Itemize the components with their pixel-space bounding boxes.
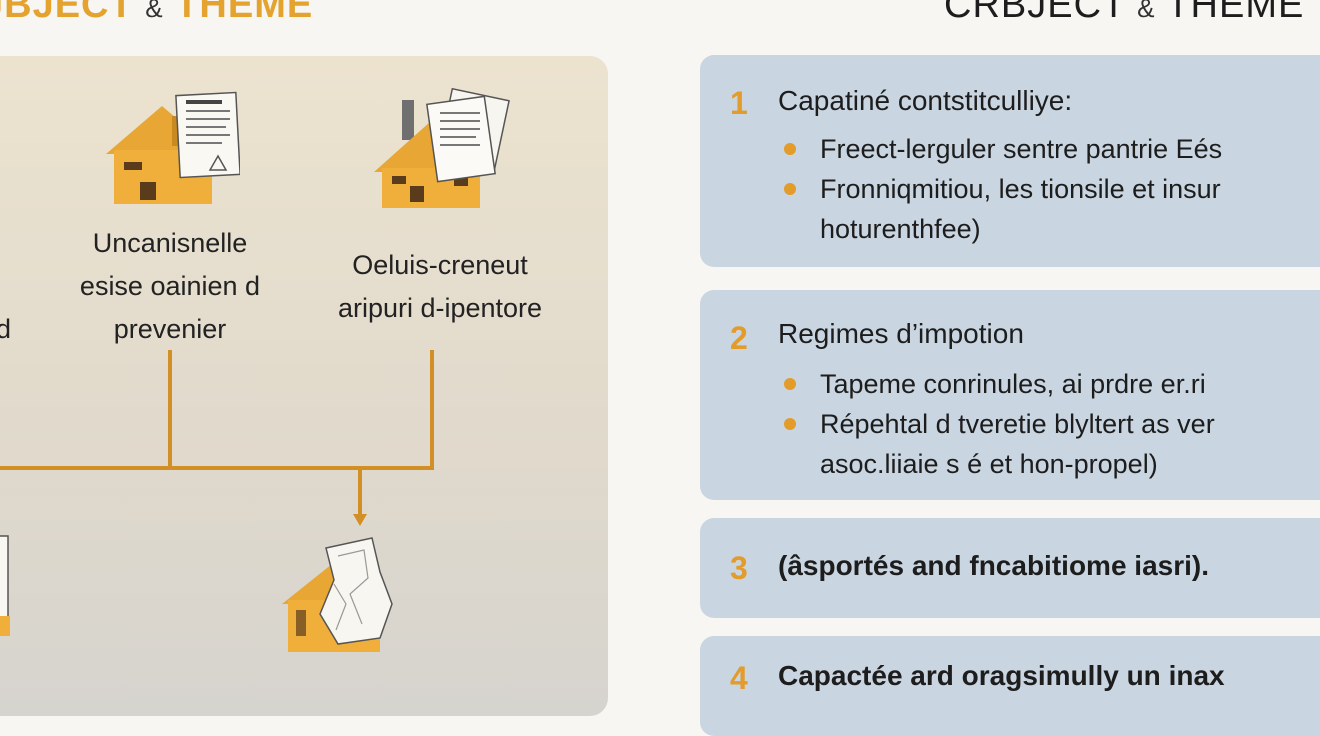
right-header-amp: & [1137, 0, 1156, 23]
node-b-label: Oeluis-creneut aripuri d-ipentore [290, 244, 590, 330]
node-b-line-1: Oeluis-creneut [352, 250, 528, 280]
card-4-title: Capactée ard oragsimully un inax [778, 660, 1225, 691]
card-1-number: 1 [730, 85, 748, 121]
card-2: 2 Regimes d’impotion Tapeme conrinules, … [700, 290, 1320, 500]
card-3-number: 3 [730, 550, 748, 586]
card-1-bullet-2-continuation: hoturenthfee) [820, 214, 981, 244]
node-a-line-3: prevenier [113, 314, 227, 344]
bullet-dot-icon [784, 183, 796, 195]
diagram-connectors [0, 350, 434, 526]
left-header-word-1: JBJECT [0, 0, 134, 26]
card-1-title: Capatiné contstitculliye: [778, 85, 1073, 116]
bullet-dot-icon [784, 143, 796, 155]
node-a-line-1: Uncanisnelle [92, 228, 248, 258]
house-document-icon [106, 91, 240, 204]
card-4-number: 4 [730, 660, 748, 696]
card-2-bullet-2-text: Répehtal d tveretie blyltert as ver [820, 409, 1215, 439]
right-header-word-1: CRBJECT [944, 0, 1126, 26]
card-3: 3 (âsportés and fncabitiome iasri). [700, 518, 1320, 618]
card-1-bullet-1-text: Freect-lerguler sentre pantrie Eés [820, 134, 1223, 164]
left-header-amp: & [145, 0, 164, 23]
card-2-bullets: Tapeme conrinules, ai prdre er.ri Répeht… [778, 364, 1215, 484]
card-2-bullet-2-continuation: asoc.liiaie s é et hon-propel) [820, 449, 1158, 479]
card-1-bullet-2: Fronniqmitiou, les tionsile et insur hotu… [778, 169, 1222, 249]
document-icon [0, 535, 10, 636]
right-header-word-2: THEME [1166, 0, 1305, 26]
card-4: 4 Capactée ard oragsimully un inax [700, 636, 1320, 736]
left-header-title: JBJECT & THEME [0, 0, 313, 27]
diagram-panel: Uncanisnelle esise oainien d prevenier O… [0, 56, 608, 716]
card-3-title: (âsportés and fncabitiome iasri). [778, 550, 1209, 581]
card-2-bullet-2: Répehtal d tveretie blyltert as ver asoc.… [778, 404, 1215, 484]
card-2-bullet-1-text: Tapeme conrinules, ai prdre er.ri [820, 369, 1206, 399]
node-a-label: Uncanisnelle esise oainien d prevenier [30, 222, 310, 351]
house-papers-icon [374, 87, 510, 208]
down-arrow-head [353, 514, 367, 526]
card-2-bullet-1: Tapeme conrinules, ai prdre er.ri [778, 364, 1215, 404]
left-header-word-2: THEME [175, 0, 314, 26]
bullet-dot-icon [784, 378, 796, 390]
node-a-line-2: esise oainien d [79, 271, 261, 301]
house-crumpled-papers-icon [282, 537, 393, 652]
node-b-line-2: aripuri d-ipentore [337, 293, 543, 323]
bullet-dot-icon [784, 418, 796, 430]
edge-fragment-mid: d [0, 314, 12, 344]
card-1-bullet-1: Freect-lerguler sentre pantrie Eés [778, 129, 1222, 169]
card-1: 1 Capatiné contstitculliye: Freect-lergu… [700, 55, 1320, 267]
right-header-title: CRBJECT & THEME [944, 0, 1304, 27]
card-1-bullets: Freect-lerguler sentre pantrie Eés Fronn… [778, 129, 1222, 249]
card-2-title: Regimes d’impotion [778, 318, 1024, 349]
card-2-number: 2 [730, 320, 748, 356]
card-1-bullet-2-text: Fronniqmitiou, les tionsile et insur [820, 174, 1221, 204]
